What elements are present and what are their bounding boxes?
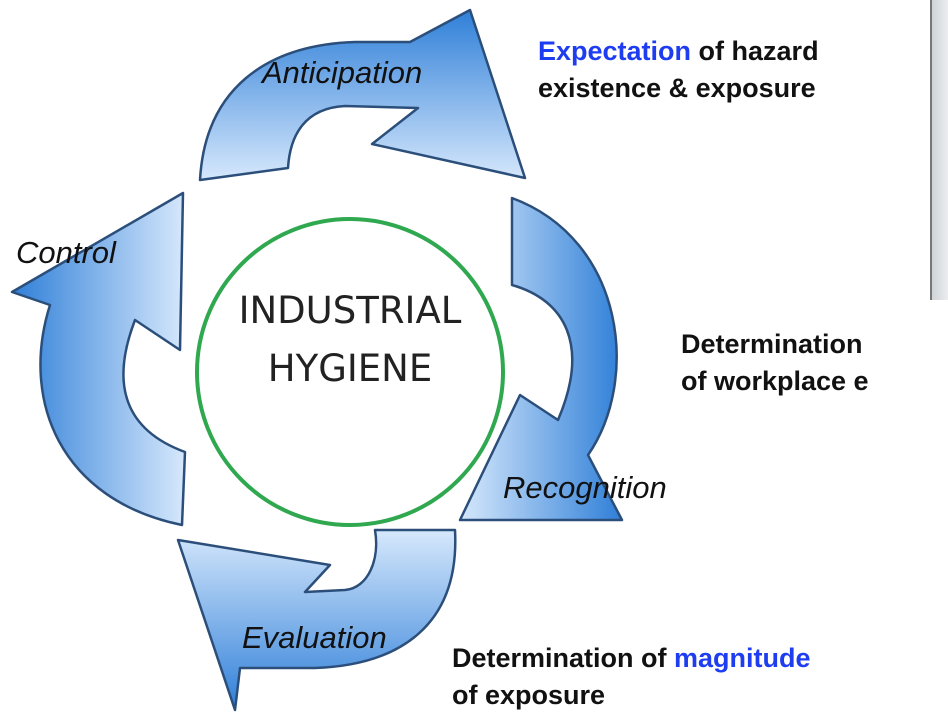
evaluation-note-line1: Determination of magnitude (452, 640, 811, 677)
recognition-note: Determination of workplace e (681, 326, 869, 400)
anticipation-note-line1: Expectation of hazard (538, 33, 819, 70)
center-title-line1: INDUSTRIAL (238, 289, 462, 332)
center-title: INDUSTRIAL HYGIENE (190, 282, 510, 398)
stage-label-anticipation: Anticipation (262, 55, 423, 90)
evaluation-note-prefix: Determination of (452, 643, 675, 673)
anticipation-note: Expectation of hazard existence & exposu… (538, 33, 819, 107)
stage-label-control: Control (16, 235, 116, 270)
evaluation-arrow (176, 528, 457, 712)
control-arrow (10, 191, 187, 527)
recognition-note-line2: of workplace e (681, 366, 869, 396)
recognition-arrow (458, 196, 624, 522)
evaluation-note-line2: of exposure (452, 680, 606, 710)
stage-label-evaluation: Evaluation (242, 620, 387, 655)
evaluation-note: Determination of magnitude of exposure (452, 640, 811, 714)
anticipation-note-highlight: Expectation (538, 36, 692, 66)
anticipation-arrow (198, 8, 527, 182)
anticipation-note-line2: existence & exposure (538, 73, 816, 103)
anticipation-note-rest: of hazard (691, 36, 819, 66)
center-circle (195, 217, 505, 527)
recognition-note-line1: Determination (681, 329, 863, 359)
stage-label-recognition: Recognition (503, 470, 667, 505)
cropped-photo-edge (930, 0, 948, 300)
evaluation-note-highlight: magnitude (674, 643, 811, 673)
center-title-line2: HYGIENE (267, 347, 433, 390)
